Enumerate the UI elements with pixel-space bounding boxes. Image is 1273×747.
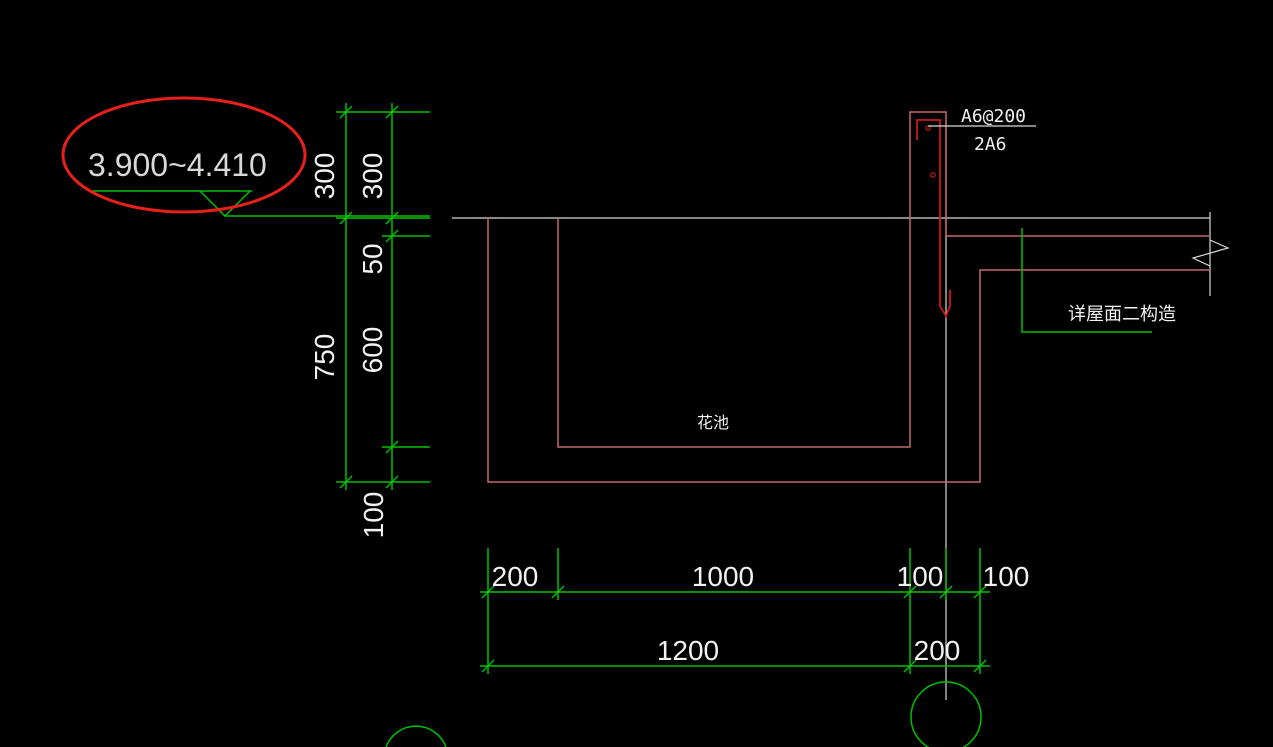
roof-note-label: 详屋面二构造 (1068, 304, 1176, 325)
roof-note-leader (1021, 228, 1152, 333)
outer-dim-750: 750 (309, 334, 340, 381)
rebar-dot-mid (930, 172, 936, 178)
break-symbol (1191, 239, 1230, 267)
planter-outline (487, 111, 1210, 483)
reference-lines (452, 120, 1230, 700)
planter-outer-outline (487, 218, 1210, 483)
rebar-top-label: A6@200 (961, 106, 1026, 127)
outer-dim-100: 100 (358, 492, 389, 539)
vertical-dimensions: 300 750 100 300 50 600 (309, 103, 430, 538)
rebar-hook (916, 119, 951, 319)
dim-100-left: 100 (897, 561, 944, 592)
elevation-marker: 3.900~4.410 (88, 147, 430, 218)
partial-axis-bubble (385, 725, 447, 747)
inner-dim-50: 50 (357, 243, 388, 274)
planter-label: 花池 (697, 413, 729, 432)
dim-1000: 1000 (692, 561, 754, 592)
highlight-ellipse (61, 96, 307, 214)
horizontal-dimensions: 200 1000 100 100 1200 200 (480, 548, 1029, 674)
rebar-bottom-label: 2A6 (974, 134, 1007, 155)
rebar-annotation: A6@200 2A6 (928, 106, 1036, 155)
elevation-text: 3.900~4.410 (88, 147, 267, 183)
axis-bubble (910, 681, 982, 747)
dim-200-bottom: 200 (914, 635, 961, 666)
inner-dim-600: 600 (357, 327, 388, 374)
dim-200: 200 (492, 561, 539, 592)
dim-1200: 1200 (657, 635, 719, 666)
outer-dim-300: 300 (309, 153, 340, 200)
inner-dim-300: 300 (357, 153, 388, 200)
dim-100-right: 100 (983, 561, 1030, 592)
roof-note: 详屋面二构造 (1021, 228, 1176, 333)
planter-inner-outline (557, 111, 1210, 448)
